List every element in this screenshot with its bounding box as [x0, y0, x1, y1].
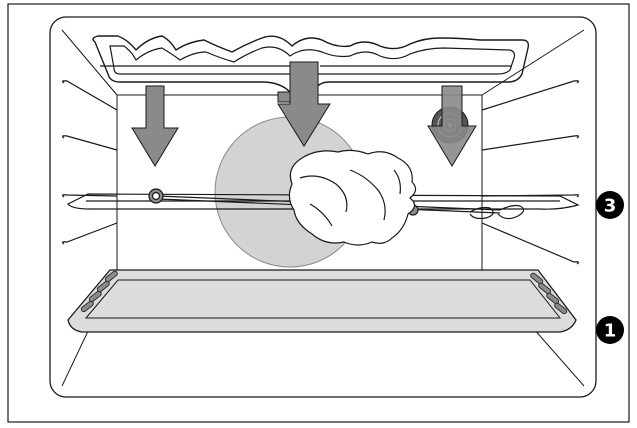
side-rails-right — [481, 80, 580, 265]
oven-cavity — [49, 16, 597, 398]
top-heating-element-inner — [109, 45, 516, 75]
side-rails-left — [61, 80, 118, 245]
outer-frame — [7, 3, 630, 423]
tray-side-slots — [80, 270, 568, 315]
rack-level-badge-3: 3 — [596, 191, 624, 219]
down-arrow-icon — [131, 85, 179, 167]
chicken-icon — [288, 149, 417, 246]
down-arrow-icon — [427, 85, 477, 167]
rack-level-label-1: 1 — [604, 321, 617, 342]
heat-arrows — [131, 61, 477, 167]
top-heating-element — [92, 35, 530, 93]
rack-level-label-3: 3 — [604, 196, 617, 217]
baking-tray — [67, 269, 577, 333]
rack-level-badge-1: 1 — [596, 316, 624, 344]
down-arrow-icon — [277, 61, 331, 147]
